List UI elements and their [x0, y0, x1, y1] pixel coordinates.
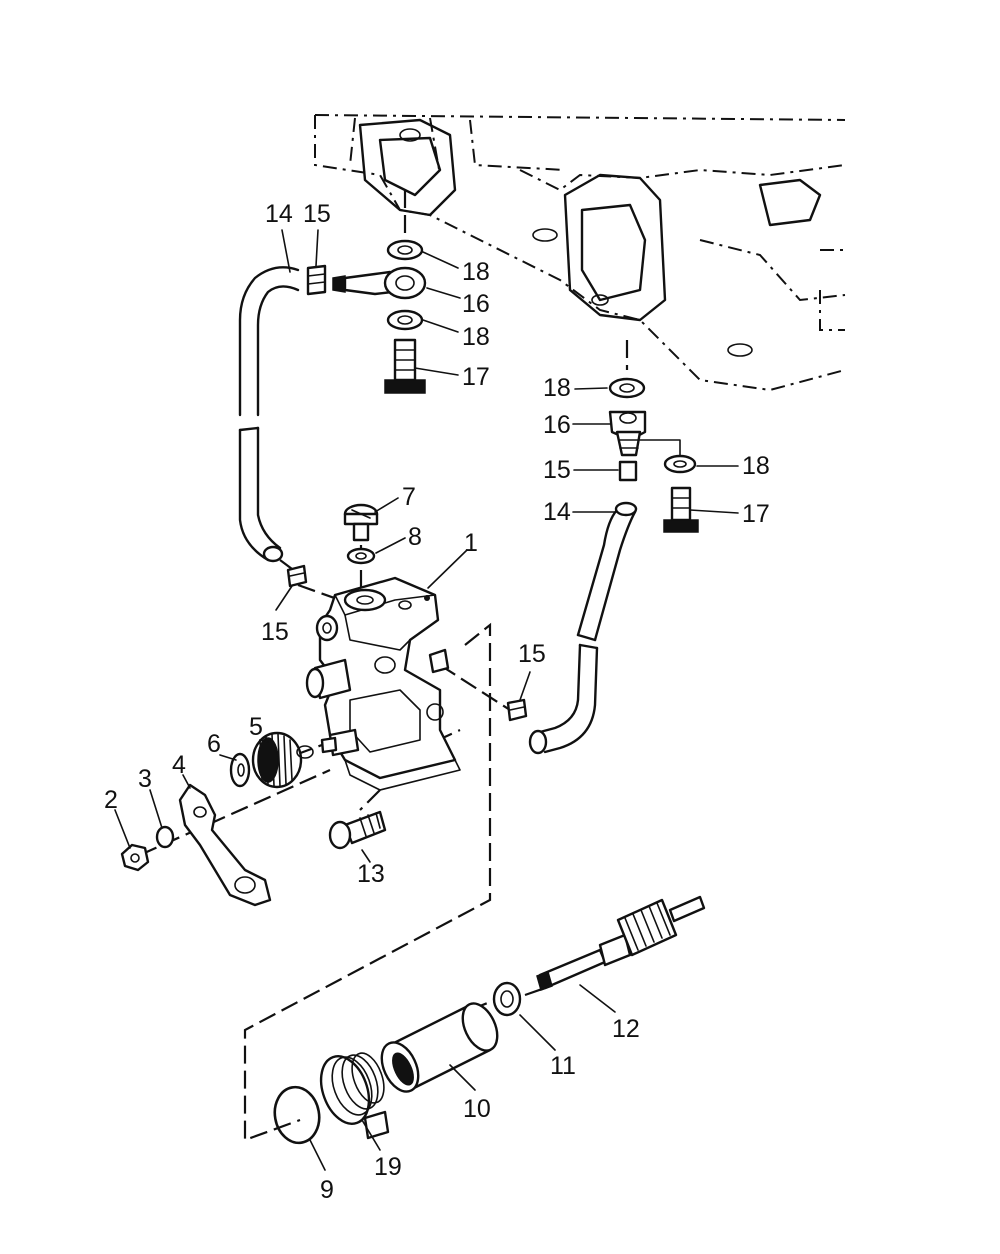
banjo-assembly-right — [608, 340, 699, 533]
hose-14-right — [528, 501, 638, 755]
bolt-13 — [328, 810, 387, 850]
callout-2: 2 — [104, 786, 118, 814]
callout-15-top: 15 — [303, 200, 331, 228]
callout-1: 1 — [464, 529, 478, 557]
hose-14-left — [238, 266, 300, 563]
callout-15-pump-left: 15 — [261, 618, 289, 646]
sleeve-10 — [380, 1002, 499, 1093]
callout-13: 13 — [357, 860, 385, 888]
callout-16-b: 16 — [543, 411, 571, 439]
clamp-15-top — [306, 264, 327, 296]
callout-18-a: 18 — [462, 258, 490, 286]
washer-11 — [492, 981, 522, 1017]
callout-16-a: 16 — [462, 290, 490, 318]
lever-4 — [178, 783, 272, 907]
callout-18-d: 18 — [742, 452, 770, 480]
callout-14-right: 14 — [543, 498, 571, 526]
callout-5: 5 — [249, 713, 263, 741]
callout-6: 6 — [207, 730, 221, 758]
shaft-12 — [536, 895, 706, 991]
callout-11: 11 — [550, 1052, 576, 1080]
snap-ring-9 — [273, 1085, 321, 1145]
washer-18-c — [608, 377, 646, 399]
bolt-7-washer-8 — [343, 503, 379, 565]
callout-15-pump-right: 15 — [518, 640, 546, 668]
pump-body-1 — [305, 576, 461, 791]
callout-7: 7 — [402, 483, 416, 511]
callout-12: 12 — [612, 1015, 640, 1043]
banjo-bolt-17-b — [670, 486, 692, 522]
washer-3-nut-2 — [120, 825, 175, 872]
callout-14-left: 14 — [265, 200, 293, 228]
leader-lines — [114, 229, 739, 1171]
washer-6 — [229, 752, 251, 788]
callout-9: 9 — [320, 1176, 334, 1204]
washer-18-b — [386, 309, 424, 331]
callout-19: 19 — [374, 1153, 402, 1181]
spring-19 — [319, 1052, 390, 1140]
clamp-15-right — [618, 460, 638, 482]
callout-18-c: 18 — [543, 374, 571, 402]
callout-17-b: 17 — [742, 500, 770, 528]
callout-3: 3 — [138, 765, 152, 793]
callout-10: 10 — [463, 1095, 491, 1123]
callout-4: 4 — [172, 751, 186, 779]
washer-18-d — [663, 454, 697, 474]
callout-15-right: 15 — [543, 456, 571, 484]
callout-17-a: 17 — [462, 363, 490, 391]
callout-labels: 14 15 18 16 18 17 18 16 18 15 17 14 7 8 … — [104, 200, 770, 1204]
callout-18-b: 18 — [462, 323, 490, 351]
engine-block — [314, 114, 846, 392]
gear-5 — [251, 731, 314, 789]
clamps-15-pump — [286, 564, 528, 722]
banjo-assembly-upper — [306, 190, 427, 394]
washer-18-a — [386, 239, 424, 261]
callout-8: 8 — [408, 523, 422, 551]
